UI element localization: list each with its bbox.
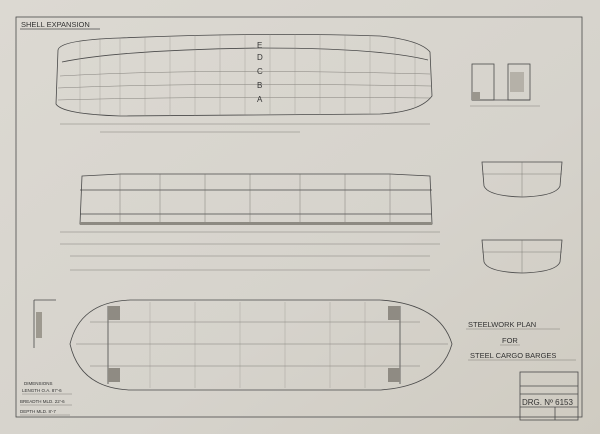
plan-view	[69, 299, 453, 391]
strake-label-e: E	[257, 41, 262, 50]
frame-detail	[33, 299, 56, 348]
drawing-border	[15, 16, 583, 418]
dimensions-heading: DIMENSIONS	[24, 381, 53, 386]
title-line-3: STEEL CARGO BARGES	[470, 351, 556, 360]
drawing-number: DRG. Nº 6153	[522, 398, 573, 407]
length-dimension: LENGTH O.A. 87'-6	[22, 388, 62, 393]
midship-detail	[470, 63, 540, 107]
strake-label-b: B	[257, 81, 262, 90]
strake-label-c: C	[257, 67, 263, 76]
strake-label-a: A	[257, 95, 263, 104]
title-line-2: FOR	[502, 336, 518, 345]
title-line-1: STEELWORK PLAN	[468, 320, 536, 329]
dimensions-block: DIMENSIONS LENGTH O.A. 87'-6 BREADTH MLD…	[20, 381, 72, 416]
breadth-dimension: BREADTH MLD. 22'-6	[20, 399, 65, 404]
depth-dimension: DEPTH MLD. 8'-7	[20, 409, 56, 414]
shell-expansion-title: SHELL EXPANSION	[21, 20, 90, 29]
cross-sections	[481, 161, 563, 274]
profile-view	[60, 173, 440, 271]
strake-label-d: D	[257, 53, 263, 62]
shell-expansion-view: SHELL EXPANSION E D C B A	[20, 20, 433, 133]
title-block: STEELWORK PLAN FOR STEEL CARGO BARGES DR…	[466, 320, 579, 421]
